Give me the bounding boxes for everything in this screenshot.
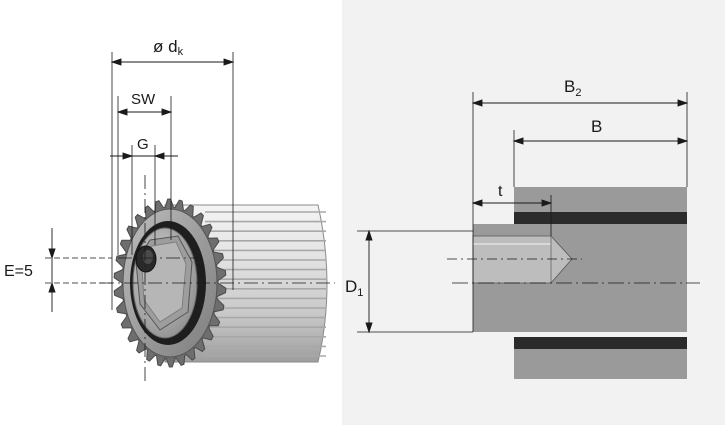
perspective-view: ø dk SW G E=5	[4, 37, 335, 385]
section-dimension-lines	[365, 99, 689, 334]
section-view-panel: B2 B t D1	[342, 0, 725, 425]
t-label: t	[498, 183, 503, 200]
lower-dark-band	[514, 337, 687, 349]
g-label: G	[137, 136, 149, 153]
perspective-view-panel: ø dk SW G E=5	[0, 0, 342, 425]
dk-label: ø dk	[153, 37, 184, 58]
d1-subscript: 1	[357, 287, 363, 299]
upper-dark-band	[514, 212, 687, 224]
b2-label: B2	[564, 77, 581, 99]
section-body	[472, 187, 687, 379]
d1-label: D1	[345, 277, 363, 299]
e-label: E=5	[4, 263, 33, 280]
b2-subscript: 2	[575, 87, 581, 99]
dk-subscript: k	[178, 46, 184, 58]
knurl-ribs	[205, 211, 326, 357]
sw-label: SW	[131, 91, 156, 108]
section-view: B2 B t D1	[345, 77, 700, 379]
dimension-lines	[48, 58, 235, 312]
b-label: B	[591, 117, 602, 136]
section-reference-lines	[357, 92, 700, 333]
reference-lines	[45, 52, 335, 385]
